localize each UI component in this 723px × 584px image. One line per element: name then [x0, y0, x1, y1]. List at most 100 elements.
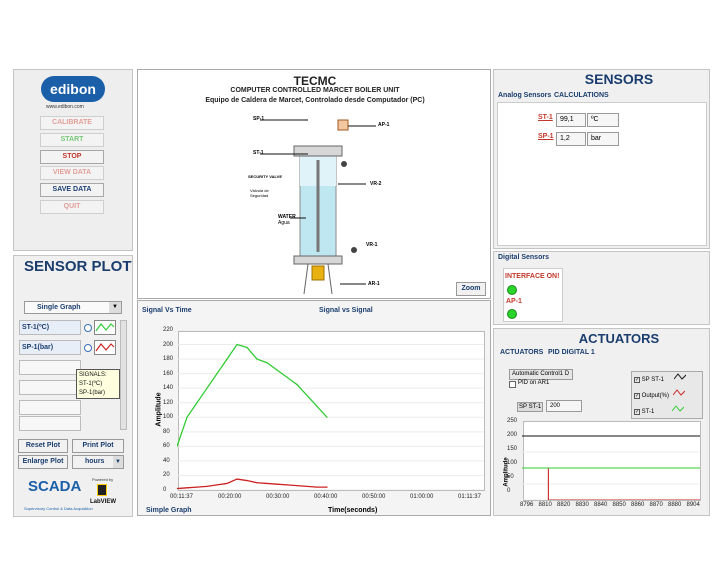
checkbox-icon[interactable]: ✓: [634, 393, 640, 399]
label-ar1: AR-1: [368, 281, 380, 287]
auto-control-box: Automatic Control1 D: [509, 369, 573, 380]
sp1-tag: SP-1: [538, 133, 554, 140]
pid-x-tick: 8904: [686, 502, 700, 508]
actuators-panel: ACTUATORS ACTUATORS PID DIGITAL 1 Automa…: [493, 328, 710, 516]
pid-y-tick: 50: [507, 474, 514, 480]
data-point: [256, 358, 258, 360]
tab-signal-vs-signal[interactable]: Signal vs Signal: [319, 307, 373, 314]
data-point: [216, 373, 218, 375]
diagram-subtitle: COMPUTER CONTROLLED MARCET BOILER UNIT: [230, 87, 400, 94]
x-tick-label: 00:11:37: [170, 494, 193, 500]
y-tick-label: 40: [163, 457, 170, 464]
plot-row-empty: [19, 400, 81, 415]
digital-sensors-box: Digital Sensors: [493, 251, 710, 325]
tab-actuators[interactable]: ACTUATORS: [500, 349, 544, 356]
signals-tooltip: SIGNALS: ST-1(ºC) SP-1(bar): [76, 369, 120, 399]
checkbox-icon[interactable]: ✓: [634, 377, 640, 383]
labview-icon: [97, 484, 107, 496]
sensors-title: SENSORS: [584, 71, 654, 87]
zoom-button[interactable]: Zoom: [456, 282, 486, 296]
sp1-unit: bar: [587, 132, 619, 146]
actuators-title: ACTUATORS: [578, 331, 660, 346]
ap1-label: AP-1: [506, 298, 522, 305]
control-panel: edibon www.edibon.com: [13, 69, 133, 251]
pid-plot-area: [523, 421, 701, 501]
legend-output[interactable]: ✓ Output(%): [634, 389, 686, 399]
plot-row-sp1[interactable]: SP-1(bar): [19, 340, 81, 355]
signal-time-chart: [177, 330, 484, 490]
x-tick-label: 00:50:00: [362, 494, 386, 500]
calibrate-button[interactable]: CALIBRATE: [40, 116, 104, 130]
view-data-button[interactable]: VIEW DATA: [40, 166, 104, 180]
y-tick-label: 0: [163, 487, 167, 493]
series-line-0: [177, 343, 328, 447]
chevron-down-icon[interactable]: ▼: [113, 456, 123, 468]
plot-list-scrollbar[interactable]: [120, 320, 127, 430]
y-tick-label: 60: [163, 443, 170, 450]
label-vr1: VR-1: [366, 242, 378, 248]
tab-signal-vs-time[interactable]: Signal Vs Time: [142, 307, 192, 314]
plot-row-empty: [19, 360, 81, 375]
x-tick-label: 01:00:00: [410, 494, 434, 500]
print-plot-button[interactable]: Print Plot: [72, 439, 124, 453]
label-water: WATER: [278, 214, 296, 220]
plot-area: [178, 331, 485, 491]
red-line-icon: [672, 389, 686, 396]
legend-st1[interactable]: ✓ ST-1: [634, 405, 685, 415]
tab-pid-digital-1[interactable]: PID DIGITAL 1: [548, 349, 595, 356]
y-tick-label: 200: [163, 341, 174, 348]
pid-y-tick: 0: [507, 488, 511, 494]
graph-mode-select[interactable]: Single Graph ▼: [24, 301, 122, 314]
start-button[interactable]: START: [40, 133, 104, 147]
time-units-select[interactable]: hours ▼: [72, 455, 124, 469]
pid-y-tick: 250: [507, 418, 518, 424]
checkbox-icon[interactable]: ✓: [634, 409, 640, 415]
tab-calculations[interactable]: CALCULATIONS: [554, 92, 609, 99]
plot-row-empty: [19, 416, 81, 431]
st1-unit: ºC: [587, 113, 619, 127]
label-sp1: SP-1: [253, 116, 265, 122]
stop-button[interactable]: STOP: [40, 150, 104, 164]
reset-plot-button[interactable]: Reset Plot: [18, 439, 68, 453]
label-security-valve-es1: Válvula de: [250, 188, 269, 193]
data-point: [177, 487, 178, 490]
data-point: [286, 376, 288, 378]
pid-x-tick: 8850: [612, 502, 626, 508]
data-point: [326, 486, 328, 488]
pid-y-tick: 200: [507, 432, 518, 438]
powered-by-text: Powered by: [92, 477, 114, 482]
plot-radio-sp1[interactable]: [84, 344, 92, 352]
data-point: [326, 416, 328, 418]
plot-radio-st1[interactable]: [84, 324, 92, 332]
data-point: [226, 482, 228, 485]
legend-sp-st1[interactable]: ✓ SP ST-1: [634, 373, 686, 383]
sp-st1-label: SP ST-1: [517, 402, 544, 412]
x-tick-label: 01:11:37: [458, 494, 481, 500]
graph-ylabel: Amplitude: [155, 392, 163, 427]
quit-button[interactable]: QUIT: [40, 200, 104, 214]
chevron-down-icon[interactable]: ▼: [109, 302, 121, 313]
save-data-button[interactable]: SAVE DATA: [40, 183, 104, 197]
data-point: [256, 482, 258, 484]
enlarge-plot-button[interactable]: Enlarge Plot: [18, 455, 68, 469]
diagram-panel: TECMC COMPUTER CONTROLLED MARCET BOILER …: [137, 69, 491, 299]
sp-st1-input[interactable]: 200: [546, 400, 582, 412]
y-tick-label: 160: [163, 370, 174, 377]
y-tick-label: 20: [163, 472, 170, 479]
plot-style-sp1[interactable]: [94, 340, 116, 355]
pid-y-tick: 100: [507, 460, 518, 466]
tab-analog-sensors[interactable]: Analog Sensors: [498, 92, 552, 99]
label-security-valve-es2: Seguridad: [250, 193, 269, 198]
pid-checkbox[interactable]: [509, 381, 516, 388]
x-tick-label: 00:40:00: [314, 494, 338, 500]
plot-row-st1[interactable]: ST-1(ºC): [19, 320, 81, 335]
data-point: [276, 369, 278, 371]
data-point: [316, 405, 318, 407]
tab-digital-sensors[interactable]: Digital Sensors: [498, 254, 549, 261]
plot-style-st1[interactable]: [94, 320, 116, 335]
data-point: [306, 485, 308, 487]
data-point: [216, 484, 218, 486]
label-security-valve: SECURITY VALVE: [248, 174, 283, 179]
scada-subtitle: Supervisory Control & Data Acquisition: [24, 506, 93, 511]
data-point: [276, 483, 278, 485]
